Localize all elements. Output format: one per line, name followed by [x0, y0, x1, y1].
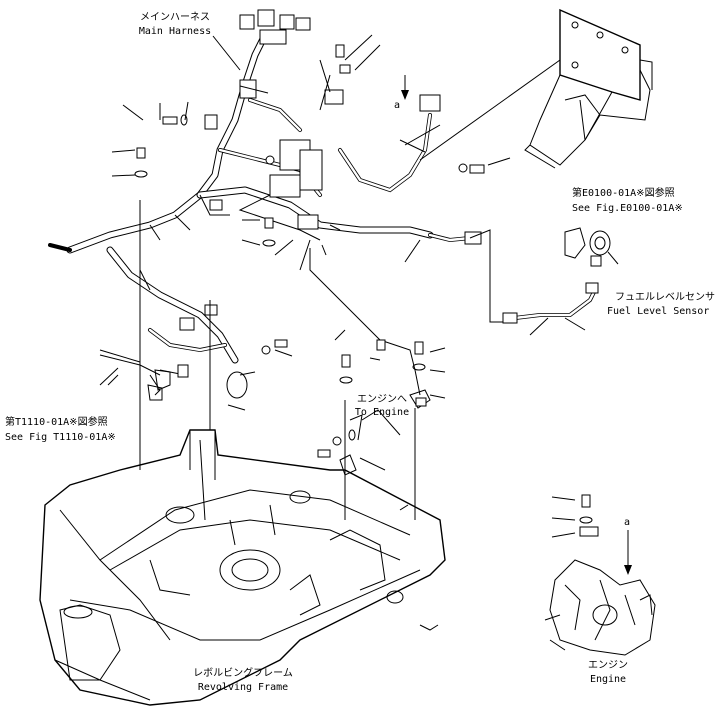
engine	[544, 559, 656, 656]
main-harness-label-en: Main Harness	[139, 26, 211, 37]
hardware	[134, 44, 599, 537]
see-e0100-label-en: See Fig.E0100-01A※	[572, 203, 683, 214]
see-t1110-label-jp: 第T1110-01A※図参照	[5, 415, 108, 428]
ref-arrows	[369, 75, 632, 575]
ref-a-top: a	[394, 100, 400, 111]
revolving-frame-label-jp: レボルビングフレーム	[193, 666, 293, 679]
to-engine-label-jp: エンジンへ	[357, 394, 407, 405]
fuel-sensor-label-jp: フュエルレベルセンサ	[615, 291, 715, 303]
engine-label-en: Engine	[590, 674, 626, 685]
main-harness-label-jp: メインハーネス	[140, 11, 210, 23]
fuel-level-sensor	[502, 227, 611, 324]
see-e0100-label-jp: 第E0100-01A※図参照	[572, 186, 675, 199]
fuel-sensor-label-en: Fuel Level Sensor	[607, 306, 709, 317]
to-engine-label-en: To Engine	[355, 407, 409, 418]
see-t1110-label-en: See Fig T1110-01A※	[5, 432, 116, 443]
fuel-tank-bracket	[524, 8, 653, 169]
revolving-frame	[39, 429, 446, 706]
engine-label-jp: エンジン	[588, 660, 628, 671]
leader-lines	[99, 34, 619, 538]
brackets	[147, 224, 431, 476]
main-harness	[48, 9, 482, 399]
ref-a-right: a	[624, 517, 630, 528]
revolving-frame-label-en: Revolving Frame	[198, 682, 288, 693]
